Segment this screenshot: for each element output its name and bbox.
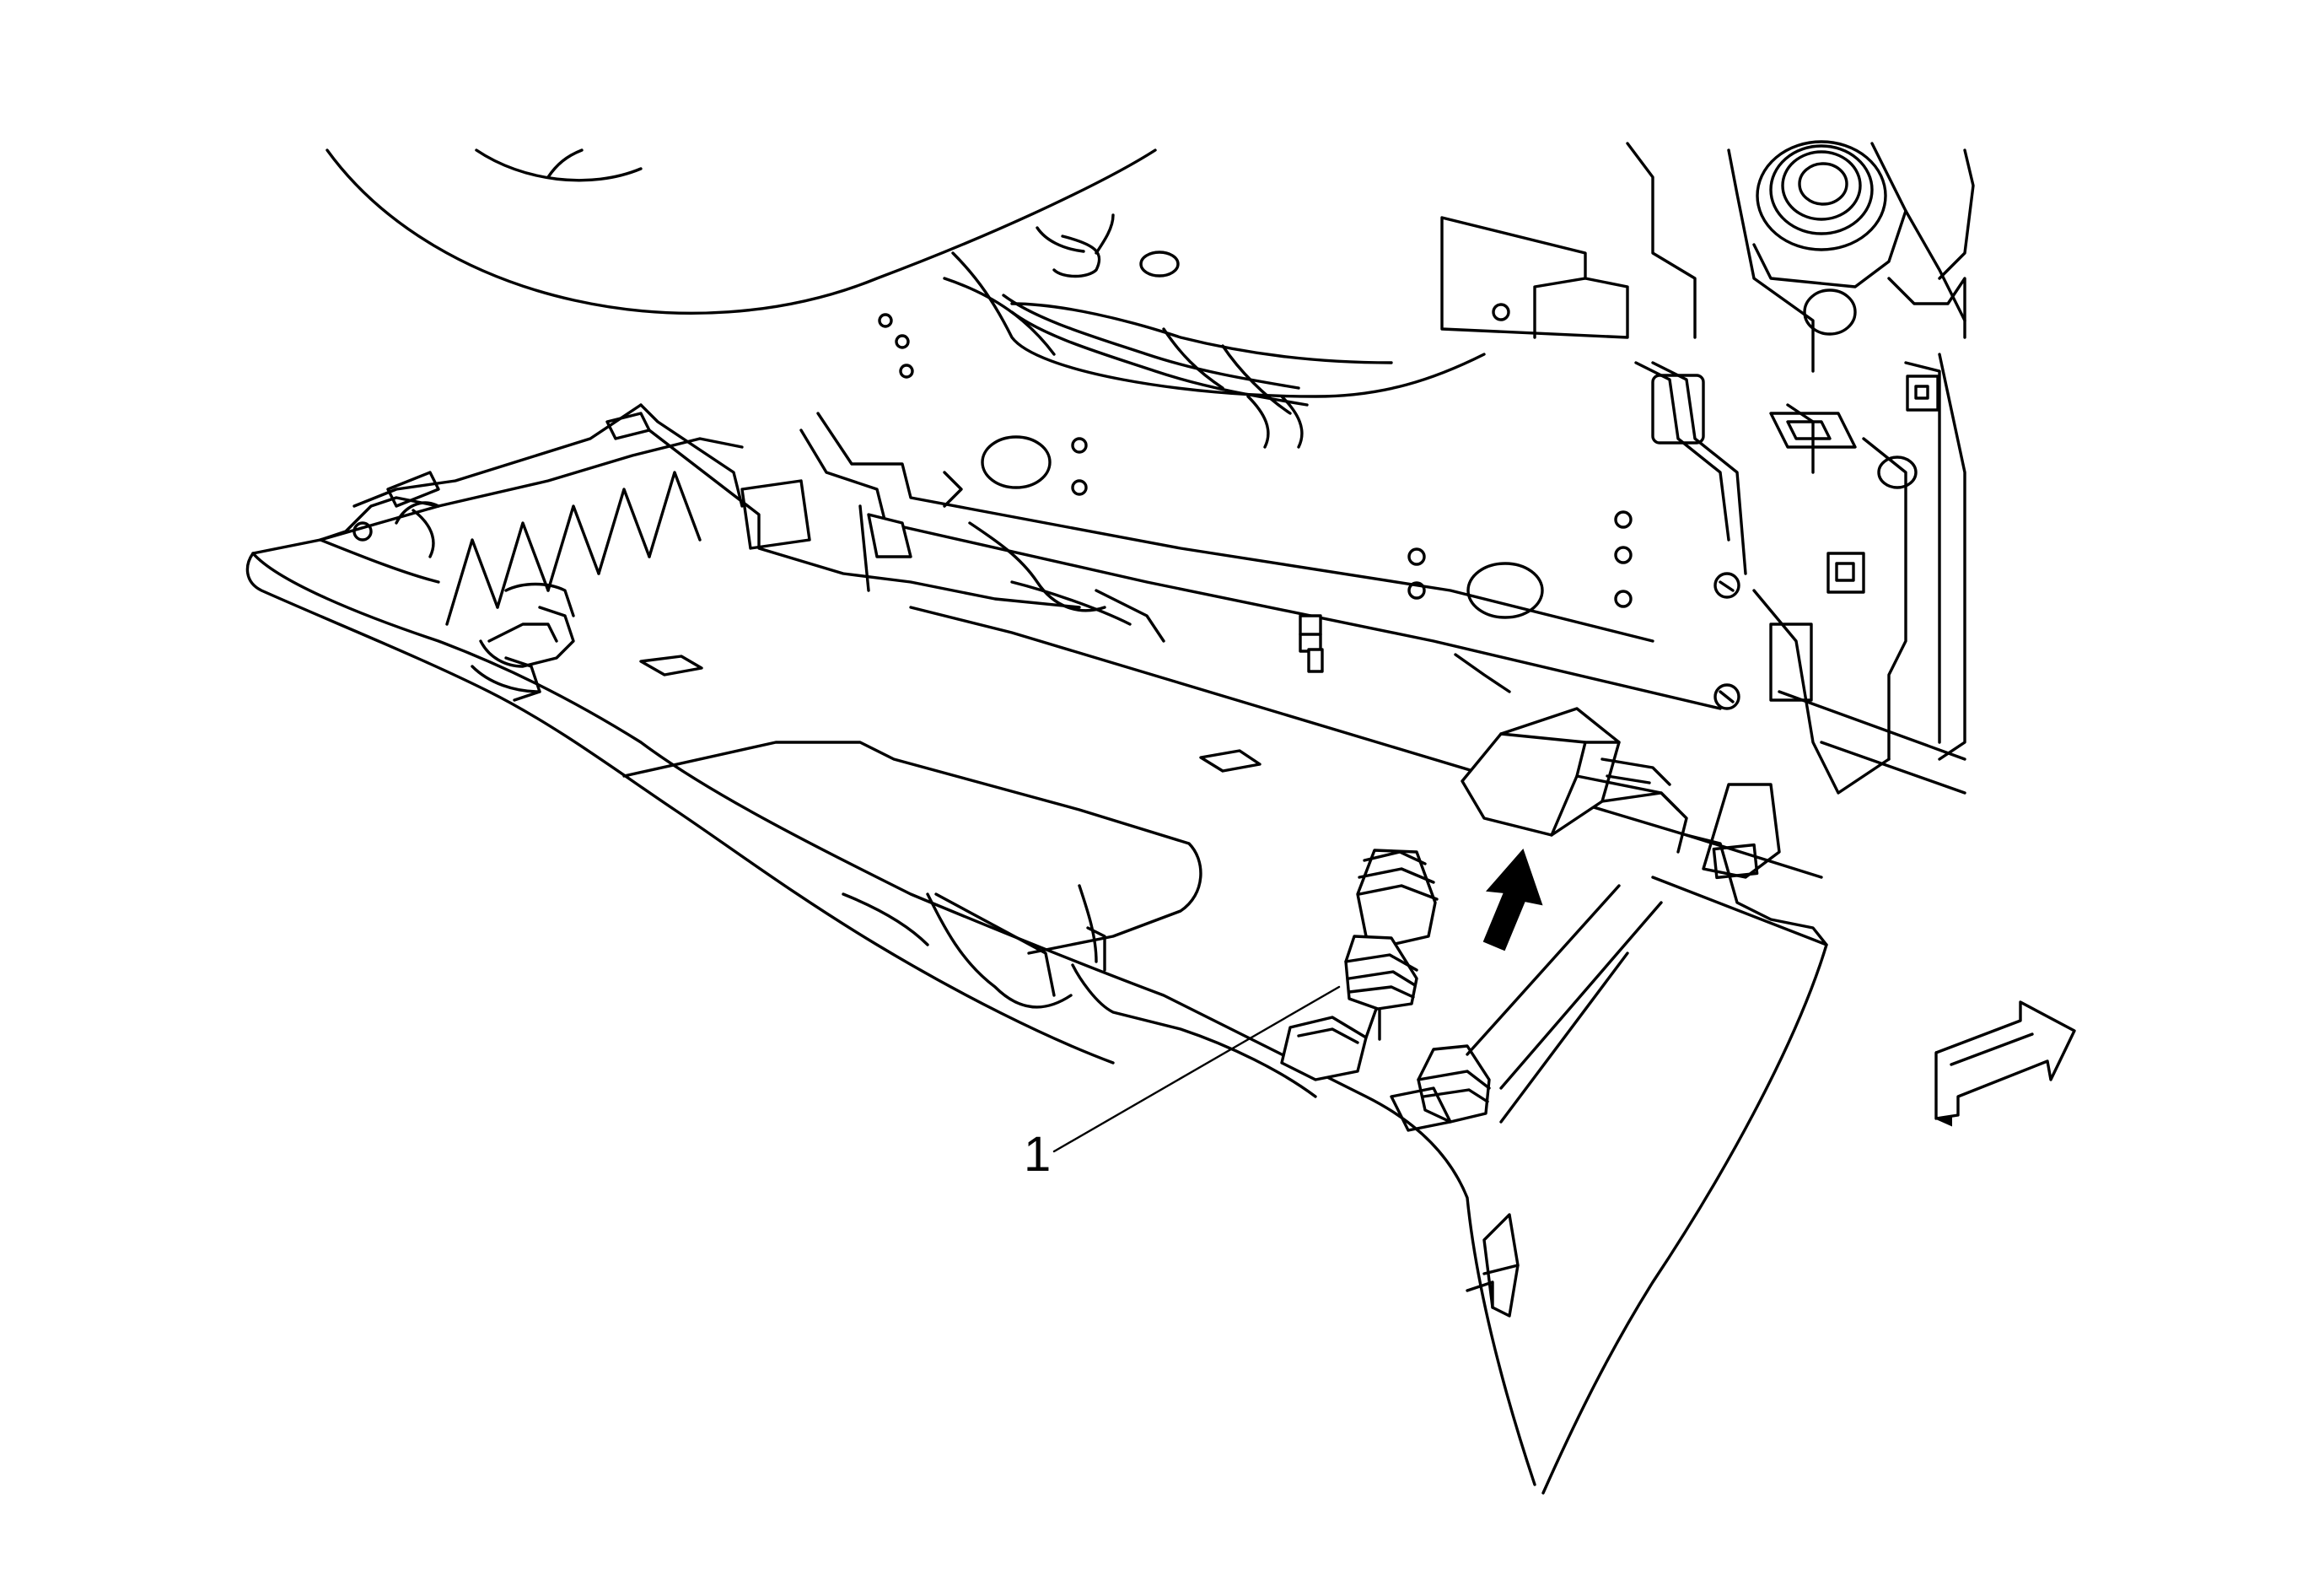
retaining-clip	[1466, 1213, 1520, 1318]
knee-bolster-outline	[1541, 783, 1828, 1495]
callout-leader-1	[1052, 985, 1341, 1153]
steering-column-structure	[943, 213, 1486, 415]
lower-trim-panel	[245, 403, 1823, 1486]
callout-1-label: 1	[1024, 1127, 1052, 1182]
vehicle-front-arrow	[1934, 1000, 2076, 1127]
column-support-bracket	[1440, 140, 1975, 373]
knee-bolster-bracket	[1634, 353, 1966, 795]
install-direction-arrow	[1482, 849, 1543, 951]
mounting-bracket	[1461, 707, 1688, 854]
receptacle	[1280, 884, 1663, 1132]
steering-wheel	[325, 148, 1157, 315]
cross-member-tabs	[740, 479, 1511, 693]
cross-member	[799, 313, 1966, 795]
connector	[1344, 849, 1439, 1041]
wiring-harness	[1002, 294, 1309, 449]
